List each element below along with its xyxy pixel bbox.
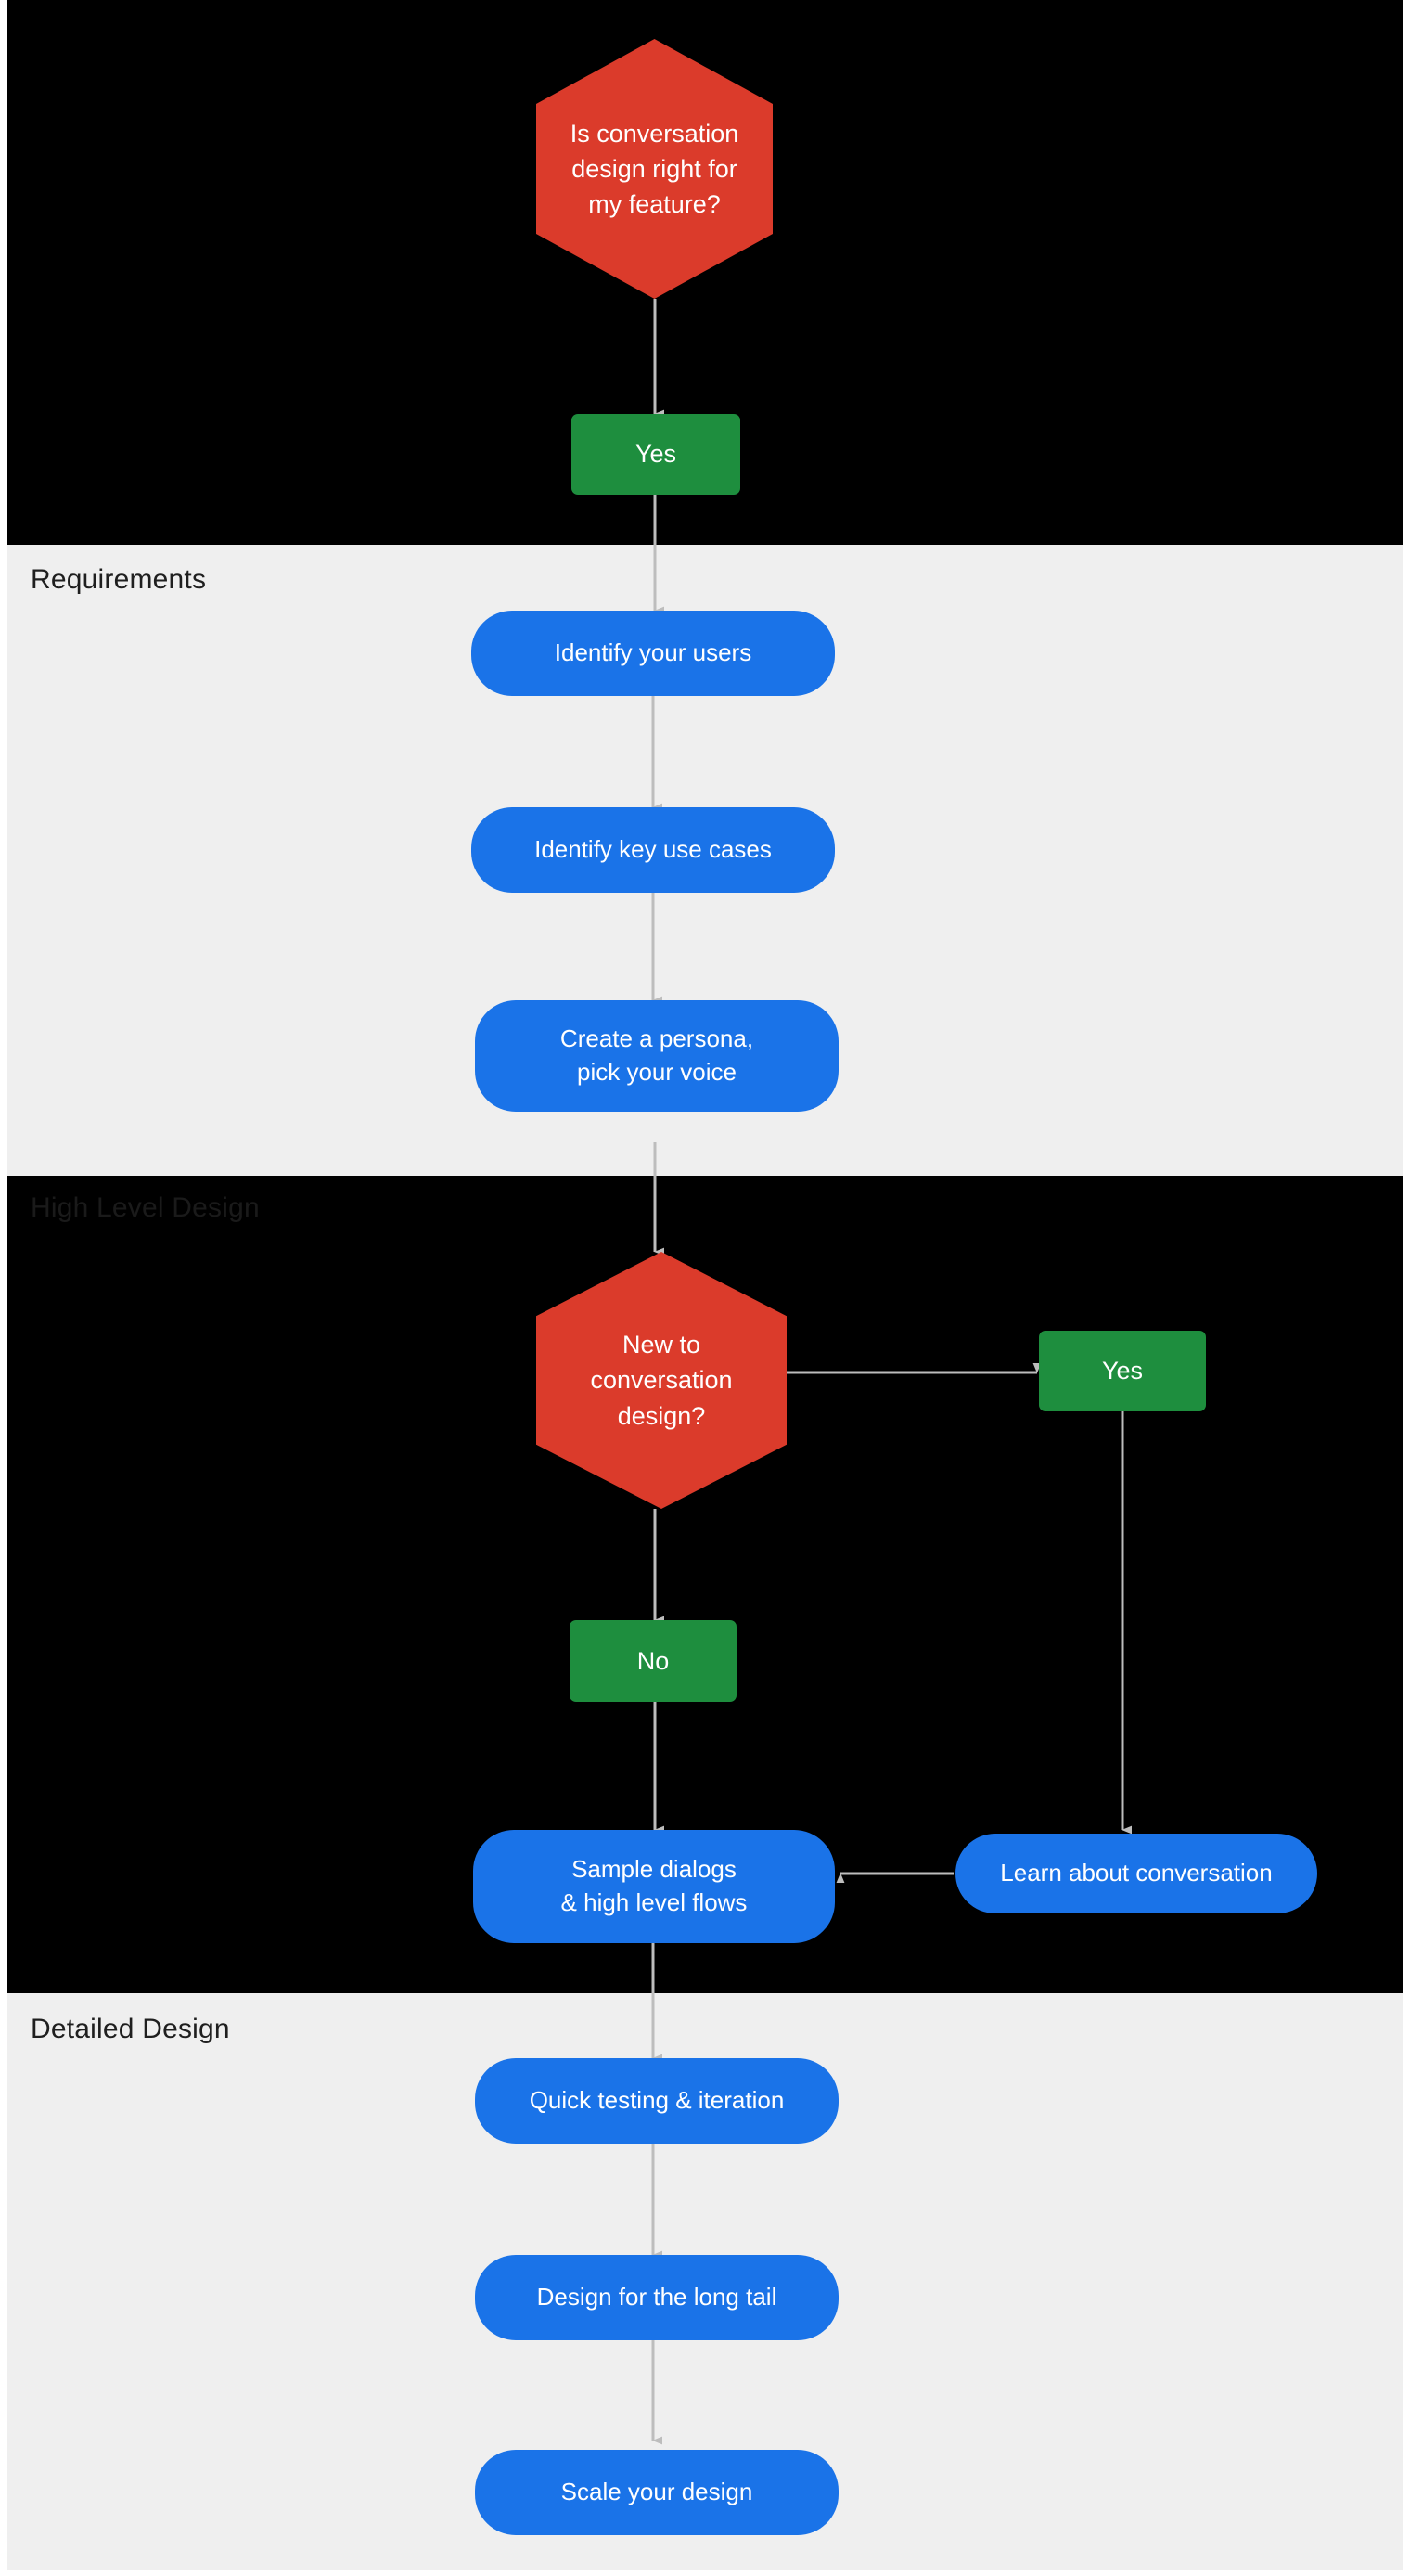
process-node-design-for-the-long-tail[interactable]: Design for the long tail — [475, 2255, 839, 2340]
section-label-detailed-design: Detailed Design — [31, 2014, 230, 2044]
process-node-identify-key-use-cases[interactable]: Identify key use cases — [471, 807, 835, 893]
decision-text-line-1: Is conversation — [570, 119, 739, 148]
answer-node-yes-1[interactable]: Yes — [571, 414, 740, 495]
process-node-text: Sample dialogs & high level flows — [561, 1853, 748, 1920]
process-node-identify-your-users[interactable]: Identify your users — [471, 611, 835, 696]
decision-text-line-2: conversation — [590, 1366, 733, 1395]
decision-node-text: New to conversation design? — [590, 1327, 732, 1434]
answer-node-no[interactable]: No — [570, 1620, 737, 1702]
process-node-quick-testing-iteration[interactable]: Quick testing & iteration — [475, 2058, 839, 2144]
process-node-sample-dialogs[interactable]: Sample dialogs & high level flows — [473, 1830, 835, 1943]
decision-text-line-2: design right for — [571, 154, 737, 183]
decision-text-line-1: New to — [622, 1331, 701, 1359]
process-text-line-1: Create a persona, — [559, 1024, 754, 1053]
section-label-high-level-design: High Level Design — [31, 1192, 260, 1223]
process-text-line-2: pick your voice — [577, 1058, 737, 1086]
process-text-line-2: & high level flows — [560, 1888, 748, 1916]
process-node-learn-about-conversation[interactable]: Learn about conversation — [955, 1834, 1317, 1913]
process-text-line-1: Sample dialogs — [571, 1855, 737, 1884]
decision-node-text: Is conversation design right for my feat… — [570, 116, 739, 223]
process-node-text: Create a persona, pick your voice — [560, 1023, 753, 1089]
process-node-scale-your-design[interactable]: Scale your design — [475, 2450, 839, 2535]
section-label-requirements: Requirements — [31, 564, 207, 595]
answer-node-yes-2[interactable]: Yes — [1039, 1331, 1206, 1411]
process-node-create-a-persona[interactable]: Create a persona, pick your voice — [475, 1000, 839, 1112]
decision-text-line-3: design? — [617, 1401, 706, 1430]
decision-text-line-3: my feature? — [588, 190, 721, 219]
